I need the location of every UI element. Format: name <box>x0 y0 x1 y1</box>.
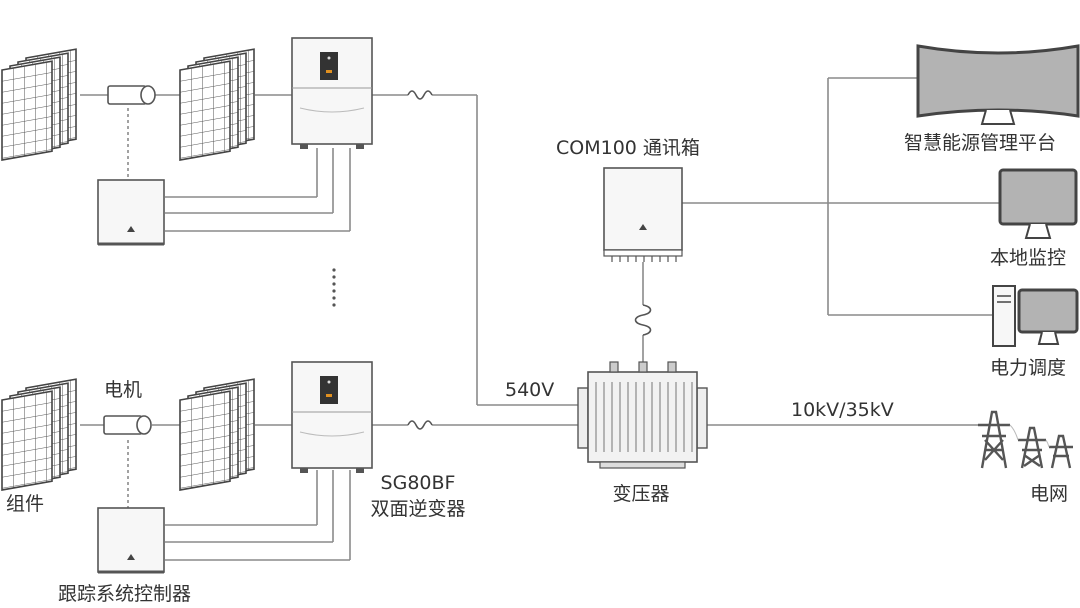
com-box-label: COM100 通讯箱 <box>556 137 700 159</box>
transformer-icon <box>577 361 708 469</box>
tracker-controller-icon <box>97 507 165 574</box>
local-monitor-label: 本地监控 <box>990 247 1067 269</box>
solar-module-icon <box>2 49 76 160</box>
grid-voltage-label: 10kV/35kV <box>791 399 894 421</box>
solar-module-icon <box>180 379 254 490</box>
pc-workstation-icon <box>992 285 1079 347</box>
inverter-icon <box>291 37 373 149</box>
smart-platform-label: 智慧能源管理平台 <box>904 132 1057 154</box>
motor-icon <box>103 415 152 435</box>
com-box-icon <box>603 167 683 262</box>
desktop-monitor-icon <box>998 168 1078 239</box>
inverter-model-label: SG80BF <box>380 472 456 494</box>
power-dispatch-label: 电力调度 <box>990 357 1067 379</box>
inverter-icon <box>291 361 373 473</box>
tracker-controller-label: 跟踪系统控制器 <box>58 583 192 605</box>
grid-label: 电网 <box>1030 483 1069 505</box>
power-line-icon <box>1009 424 1050 448</box>
motor-label: 电机 <box>104 379 143 401</box>
solar-module-icon <box>180 49 254 160</box>
power-tower-icon <box>978 410 1073 469</box>
continuation-dots <box>332 268 336 307</box>
solar-module-icon <box>2 379 76 490</box>
motor-icon <box>107 85 156 105</box>
curved-monitor-icon <box>916 44 1080 125</box>
transformer-label: 变压器 <box>612 483 670 505</box>
ac-wave-icon <box>407 90 433 430</box>
module-label: 组件 <box>6 493 45 515</box>
dc-voltage-label: 540V <box>505 379 555 401</box>
inverter-name-label: 双面逆变器 <box>370 498 466 520</box>
tracker-controller-icon <box>97 179 165 246</box>
coil-icon <box>634 304 652 336</box>
wiring <box>80 77 1000 561</box>
